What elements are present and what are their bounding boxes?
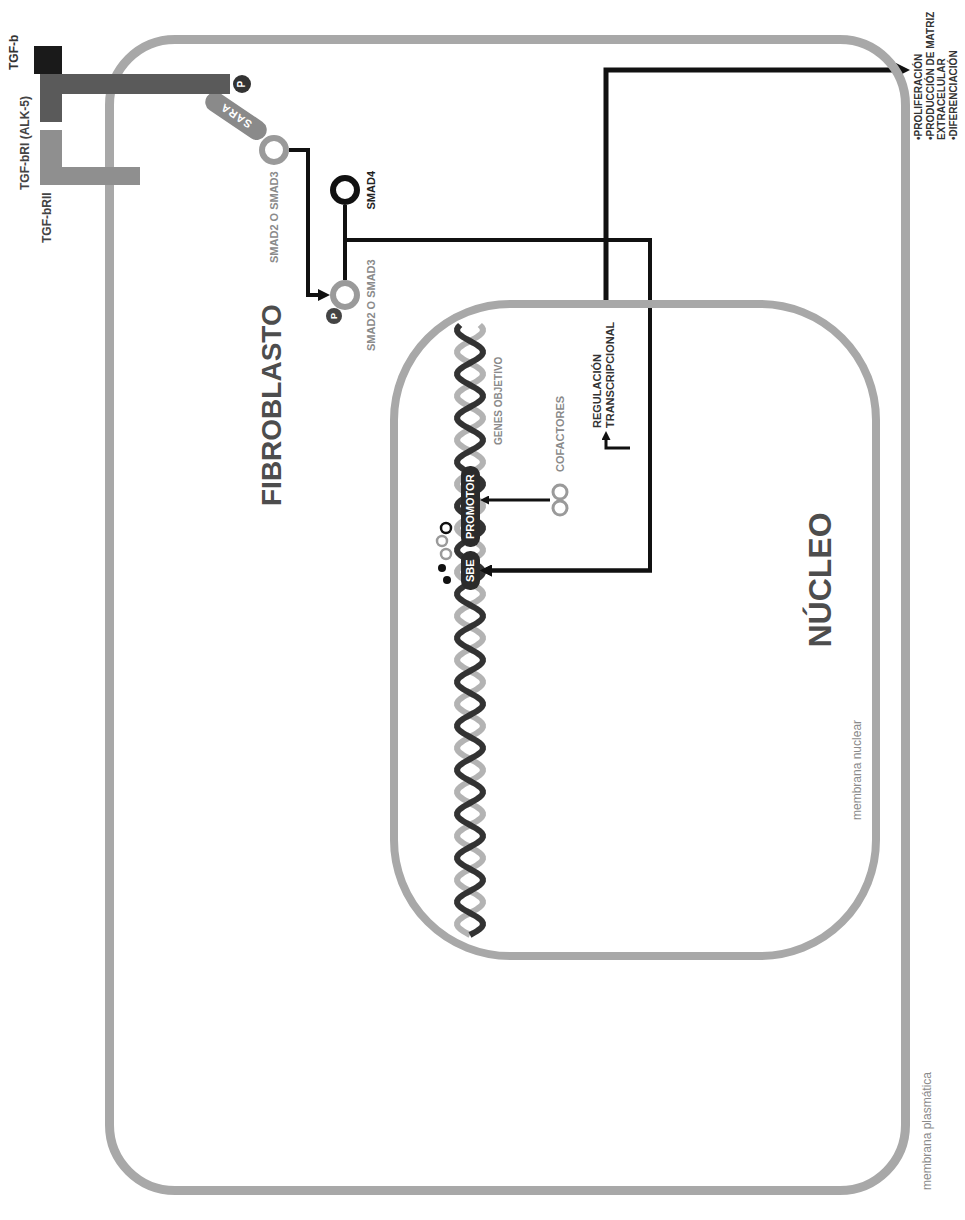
smad-ring-small bbox=[437, 536, 447, 546]
annotation-label: membrana plasmática bbox=[920, 1072, 934, 1190]
phosphate-label: P bbox=[330, 313, 339, 319]
receptor-shape bbox=[40, 74, 230, 122]
receptor-shape bbox=[40, 130, 140, 185]
bound-complex bbox=[437, 523, 451, 584]
ligand-label: TGF-b bbox=[7, 35, 21, 70]
receptor-symbol: TGF-bRII bbox=[40, 130, 140, 185]
promoter-label: PROMOTOR bbox=[464, 474, 477, 539]
receptor-label: TGF-bRII bbox=[40, 192, 54, 243]
smad-label: SMAD2 O SMAD3 bbox=[365, 259, 378, 351]
receptor-label: TGF-bRI (ALK-5) bbox=[18, 96, 32, 190]
cofactor-ring bbox=[553, 501, 567, 515]
cell-outline: FIBROBLASTOPSARASMAD2 O SMAD3SMAD4SMAD2 … bbox=[105, 35, 910, 1195]
annotation-label: •PROLIFERACIÓN bbox=[913, 54, 925, 140]
promoter-label: SBE bbox=[464, 559, 477, 582]
cofactor-shape bbox=[550, 482, 570, 518]
receptor-symbol: TGF-bRI (ALK-5) bbox=[40, 74, 230, 122]
dna-strand bbox=[457, 325, 483, 935]
nucleus-title: NÚCLEO bbox=[801, 512, 839, 647]
dna-strand bbox=[457, 325, 483, 935]
phosphate-circle: P bbox=[326, 308, 342, 324]
sara-label: SARA bbox=[218, 101, 255, 132]
receptor-shape bbox=[40, 130, 140, 185]
smad-ring: SMAD2 O SMAD3 bbox=[330, 280, 360, 310]
smad-ring: SMAD4 bbox=[330, 175, 360, 205]
annotation-label: •PRODUCCIÓN DE MATRIZ EXTRACELULAR bbox=[925, 8, 948, 140]
dna-helix bbox=[457, 325, 483, 935]
cofactor-label: COFACTORES bbox=[554, 396, 567, 472]
cell-title: FIBROBLASTO bbox=[255, 304, 289, 506]
phosphate-dot bbox=[443, 576, 451, 584]
nucleus-outline: NÚCLEO COFACTORES SBE PROMOTOR bbox=[390, 300, 880, 960]
promoter-box: PROMOTOR bbox=[461, 466, 480, 547]
annotation-label: REGULACIÓN TRANSCRIPCIONAL bbox=[591, 316, 617, 428]
signal-arrow bbox=[289, 150, 318, 295]
annotation-label: GENES OBJETIVO bbox=[493, 357, 505, 445]
phosphate-label: P bbox=[237, 81, 247, 88]
signal-arrow bbox=[489, 499, 550, 502]
sara-bar: SARA bbox=[201, 88, 270, 144]
smad-ring-small bbox=[441, 549, 451, 559]
smad-ring-small bbox=[441, 523, 451, 533]
annotation-label: •DIFERENCIACIÓN bbox=[948, 50, 960, 140]
annotation-label: membrana nuclear bbox=[850, 720, 864, 820]
receptor-shape bbox=[40, 74, 230, 122]
transcription-arrow bbox=[606, 440, 630, 448]
ligand-square: TGF-b bbox=[34, 46, 62, 74]
promoter-box: SBE bbox=[461, 551, 480, 590]
smad-label: SMAD4 bbox=[365, 171, 378, 210]
smad-label: SMAD2 O SMAD3 bbox=[268, 171, 281, 263]
smad-ring: SMAD2 O SMAD3 bbox=[259, 135, 289, 165]
phosphate-circle: P bbox=[233, 75, 251, 93]
phosphate-dot bbox=[438, 564, 446, 572]
cofactor-ring bbox=[553, 485, 567, 499]
cofactor-pair: COFACTORES bbox=[550, 482, 570, 518]
